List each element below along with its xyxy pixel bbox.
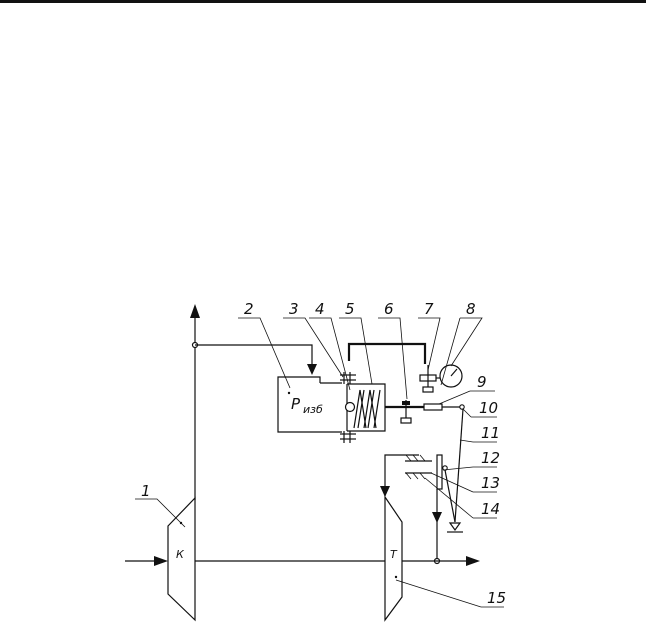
chamber-mark [287,391,291,395]
top-border-line [0,0,646,3]
bypass-nozzle-13 [405,454,432,480]
compressor-1 [167,496,196,622]
exhaust-outlet-arrow [466,556,480,566]
callout-leaders [135,317,504,608]
gauge-needle [450,368,458,377]
gauge-pipe-5 [347,342,427,364]
pressure-feed-arrow [307,364,317,375]
pressure-symbol: P [291,395,301,413]
turbine-15 [384,495,403,622]
compressor-mark [179,521,183,525]
compressor-label: К [176,548,185,561]
callout-4: 4 [315,300,325,318]
screw-6-nut [400,417,412,424]
pivot-10 [459,404,465,410]
spool-9 [423,403,443,411]
callout-13: 13 [481,474,500,492]
lever-11 [454,408,464,523]
callout-11: 11 [481,424,500,442]
exhaust-inlet-arrow [380,486,390,497]
callout-6: 6 [384,300,394,318]
callout-7: 7 [424,300,434,318]
exhaust-branch [384,454,419,466]
spring-4 [353,389,381,429]
chamber-2 [277,376,342,433]
callout-15: 15 [487,589,506,607]
bypass-flap-12 [436,454,443,490]
bypass-arrow [432,512,442,523]
callout-8: 8 [466,300,476,318]
air-inlet-arrow [154,556,168,566]
ball-valve-5 [344,401,356,413]
turbine-label: Т [390,548,398,561]
callout-2: 2 [244,300,254,318]
pressure-subscript: изб [303,403,323,416]
callout-14: 14 [481,500,500,518]
callout-5: 5 [345,300,355,318]
callout-1: 1 [141,482,151,500]
callout-9: 9 [477,373,487,391]
turbine-mark [394,575,398,579]
gauge-seat [422,386,434,393]
lever-11-b [444,469,456,523]
callout-10: 10 [479,399,498,417]
pressure-feed-line [195,344,313,365]
screw-6-head [402,401,410,405]
fixed-support [448,522,462,532]
callout-12: 12 [481,449,500,467]
callout-3: 3 [289,300,299,318]
outlet-arrow-up [190,304,200,318]
